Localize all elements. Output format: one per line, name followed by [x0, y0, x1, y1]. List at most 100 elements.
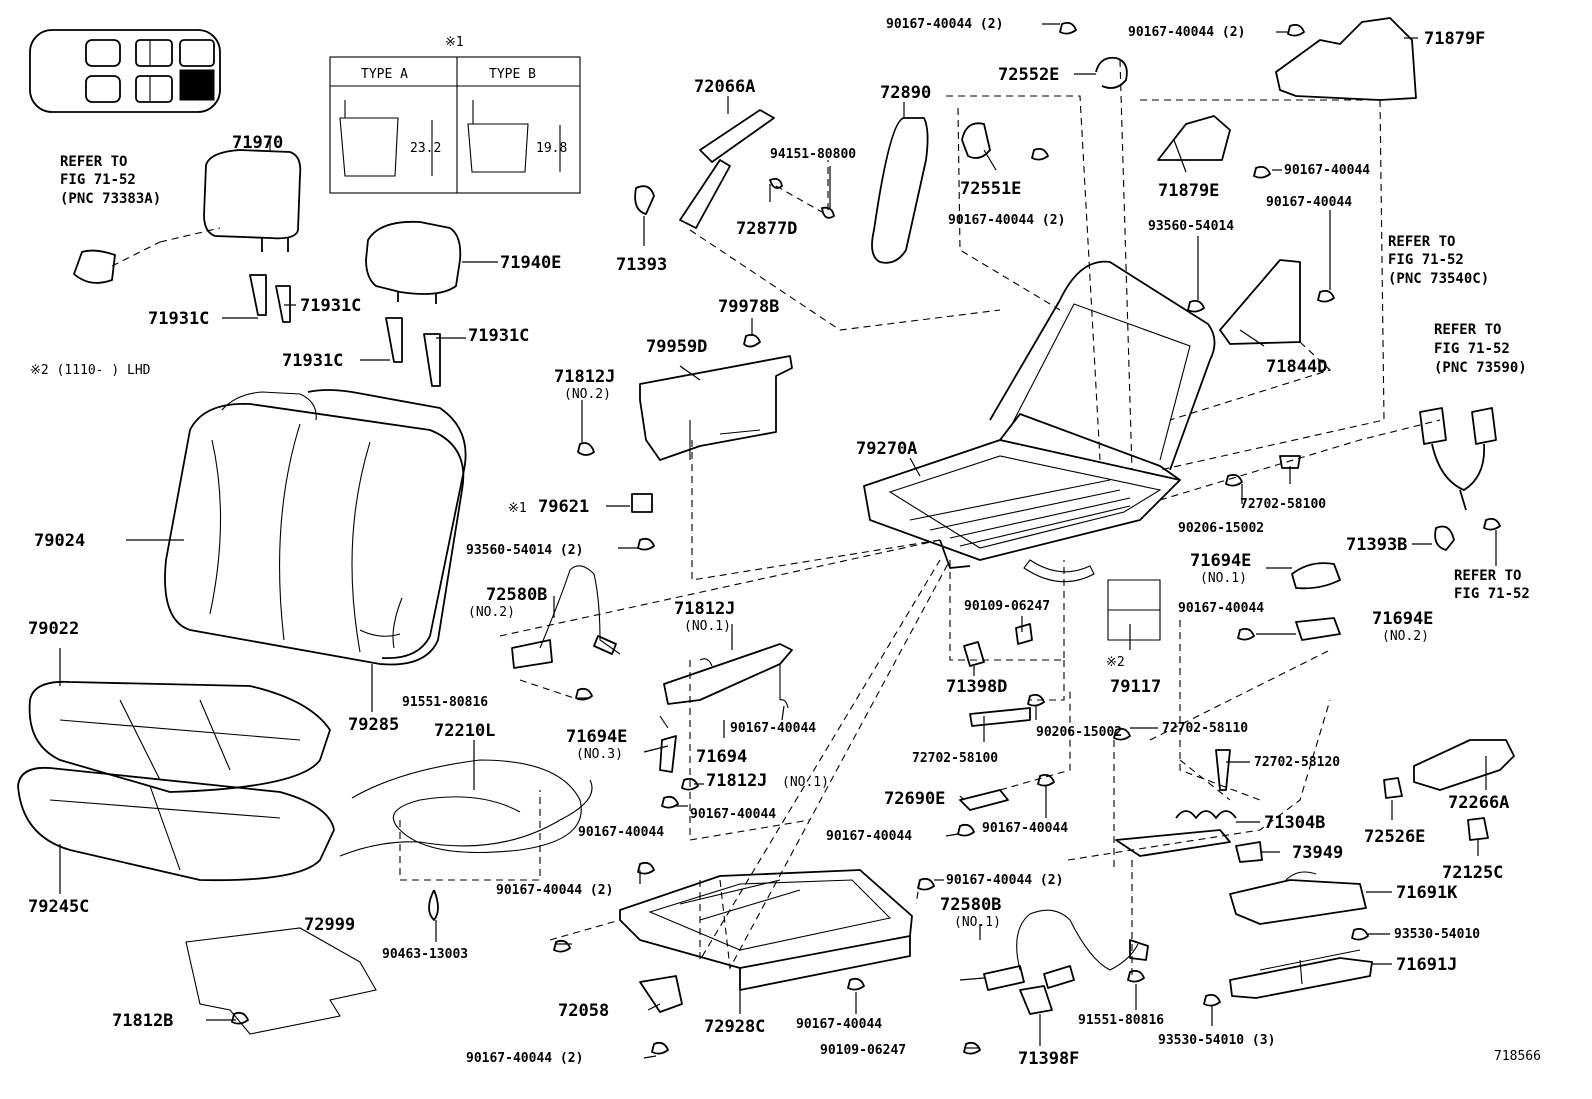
label-no1-a: (NO.1) — [1200, 571, 1247, 586]
label-93530-3: 93530-54010 (3) — [1158, 1033, 1275, 1048]
label-79621-mark: ※1 — [508, 501, 527, 516]
ref-73590-3: (PNC 73590) — [1434, 360, 1527, 376]
label-90167-r3: 90167-40044 — [1178, 601, 1264, 616]
seatback-cover-79024 — [164, 391, 465, 666]
label-72690e: 72690E — [884, 789, 945, 809]
label-no1-d: (NO.1) — [954, 915, 1001, 930]
label-91551-b: 91551-80816 — [1078, 1013, 1164, 1028]
label-72702-58100-a: 72702-58100 — [1240, 497, 1326, 512]
label-71398f: 71398F — [1018, 1049, 1079, 1069]
label-90167-m5: 90167-40044 — [982, 821, 1068, 836]
hook-72552e — [1095, 56, 1128, 89]
bracket-72690e — [959, 789, 1009, 811]
clip-79621 — [631, 493, 653, 513]
label-79245c: 79245C — [28, 897, 89, 917]
side-cover-71879f — [1275, 17, 1417, 101]
seat-frame-79270a — [863, 260, 1216, 583]
label-no2-a: (NO.2) — [564, 387, 611, 402]
label-72999: 72999 — [304, 915, 355, 935]
label-71691k: 71691K — [1396, 883, 1458, 903]
label-90167-top1: 90167-40044 (2) — [886, 17, 1003, 32]
label-71940e: 71940E — [500, 253, 561, 273]
ref-73383a-3: (PNC 73383A) — [60, 191, 161, 207]
seatback-frame-79285 — [307, 389, 467, 659]
leader-lines — [59, 23, 1497, 1059]
label-71691j: 71691J — [1396, 955, 1457, 975]
label-72877d: 72877D — [736, 219, 797, 239]
label-71812j-no2: 71812J — [554, 367, 615, 387]
lower-frame-72928c — [619, 869, 913, 991]
label-72702-58100-b: 72702-58100 — [912, 751, 998, 766]
label-71694: 71694 — [696, 747, 747, 767]
label-90463: 90463-13003 — [382, 947, 468, 962]
spring-71304b — [1115, 810, 1237, 857]
label-71398d: 71398D — [946, 677, 1007, 697]
type-table: ※1 TYPE A TYPE B 23.2 19.8 — [329, 35, 581, 194]
label-94151: 94151-80800 — [770, 147, 856, 162]
label-71812j-no1: 71812J — [674, 599, 735, 619]
label-79117-mark: ※2 — [1106, 655, 1125, 670]
label-71931c-1: 71931C — [148, 309, 209, 329]
cover-72526e — [1383, 777, 1403, 799]
label-93560-2: 93560-54014 (2) — [466, 543, 583, 558]
handle-72266a — [1413, 739, 1515, 791]
headrest-guides — [249, 274, 441, 387]
label-71970: 71970 — [232, 133, 283, 153]
label-90206-b: 90206-15002 — [1036, 725, 1122, 740]
strap-72066a — [679, 109, 775, 229]
label-no3: (NO.3) — [576, 747, 623, 762]
type-a-label: TYPE A — [361, 67, 408, 82]
label-79270a: 79270A — [856, 439, 917, 459]
label-90167-2b: 90167-40044 (2) — [948, 213, 1065, 228]
label-72580b-no2: 72580B — [486, 585, 547, 605]
label-72058: 72058 — [558, 1001, 609, 1021]
ref-73383a-2: FIG 71-52 — [60, 172, 136, 188]
label-79117: 79117 — [1110, 677, 1161, 697]
pin-73949 — [1235, 841, 1263, 863]
type-table-note: ※1 — [445, 35, 464, 50]
label-72702-58120: 72702-58120 — [1254, 755, 1340, 770]
label-71393: 71393 — [616, 255, 667, 275]
clip-72125c — [1467, 817, 1489, 841]
label-73949: 73949 — [1292, 843, 1343, 863]
ref-73540c-3: (PNC 73540C) — [1388, 271, 1489, 287]
figure-number: 718566 — [1494, 1049, 1541, 1064]
label-71694e-no3: 71694E — [566, 727, 627, 747]
seatbelt-buckle — [1419, 407, 1497, 511]
label-71879e: 71879E — [1158, 181, 1219, 201]
trim-71694 — [659, 643, 793, 729]
label-90167-2e: 90167-40044 (2) — [466, 1051, 583, 1066]
label-90109-b: 90109-06247 — [820, 1043, 906, 1058]
label-71931c-3: 71931C — [282, 351, 343, 371]
wire-harness-72210l — [339, 759, 593, 921]
seat-layout-icon — [29, 29, 221, 113]
label-72125c: 72125C — [1442, 863, 1503, 883]
label-90167-m1: 90167-40044 — [730, 721, 816, 736]
ref-73590-2: FIG 71-52 — [1434, 341, 1510, 357]
ref-73383a-1: REFER TO — [60, 154, 127, 170]
label-72551e: 72551E — [960, 179, 1021, 199]
label-72552e: 72552E — [998, 65, 1059, 85]
label-79022: 79022 — [28, 619, 79, 639]
pin-71393 — [634, 185, 655, 215]
ref-73590-1: REFER TO — [1434, 322, 1501, 338]
label-90167-m2: 90167-40044 — [690, 807, 776, 822]
rail-71691j — [1229, 949, 1373, 999]
label-90109-a: 90109-06247 — [964, 599, 1050, 614]
ref-73540c-2: FIG 71-52 — [1388, 252, 1464, 268]
headrest-71940e — [365, 220, 462, 304]
label-71879f: 71879F — [1424, 29, 1485, 49]
label-79024: 79024 — [34, 531, 85, 551]
seat-cushion-pad-79245c — [17, 766, 335, 882]
label-90167-r2: 90167-40044 — [1266, 195, 1352, 210]
strap-73383a — [73, 249, 116, 284]
cap-79978b — [743, 333, 761, 348]
label-79621: 79621 — [538, 497, 589, 517]
label-72526e: 72526E — [1364, 827, 1425, 847]
label-71812j-no1b: 71812J — [706, 771, 767, 791]
bracket-79959d — [639, 355, 793, 461]
label-71304b: 71304B — [1264, 813, 1325, 833]
label-90167-top2: 90167-40044 (2) — [1128, 25, 1245, 40]
label-79285: 79285 — [348, 715, 399, 735]
label-71812b: 71812B — [112, 1011, 173, 1031]
